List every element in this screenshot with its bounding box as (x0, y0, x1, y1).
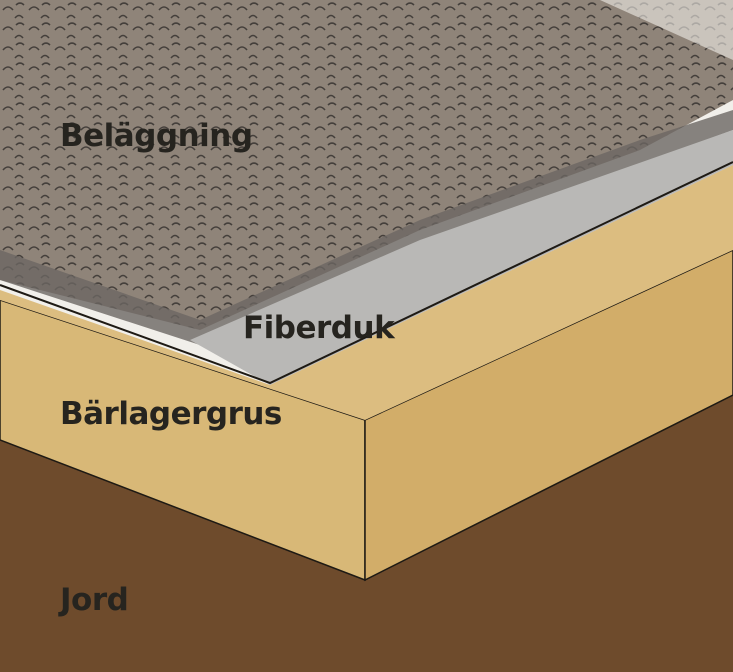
soil-layer (0, 390, 733, 672)
fiber-fabric (190, 130, 733, 385)
paper-corner (600, 0, 733, 60)
label-soil: Jord (60, 582, 129, 618)
label-base: Bärlagergrus (60, 396, 282, 432)
surface-pebbles (0, 0, 733, 330)
base-layer-top (0, 165, 733, 420)
label-fabric: Fiberduk (243, 310, 395, 346)
label-surface: Beläggning (60, 118, 253, 154)
fiber-fabric-edge (0, 161, 733, 385)
